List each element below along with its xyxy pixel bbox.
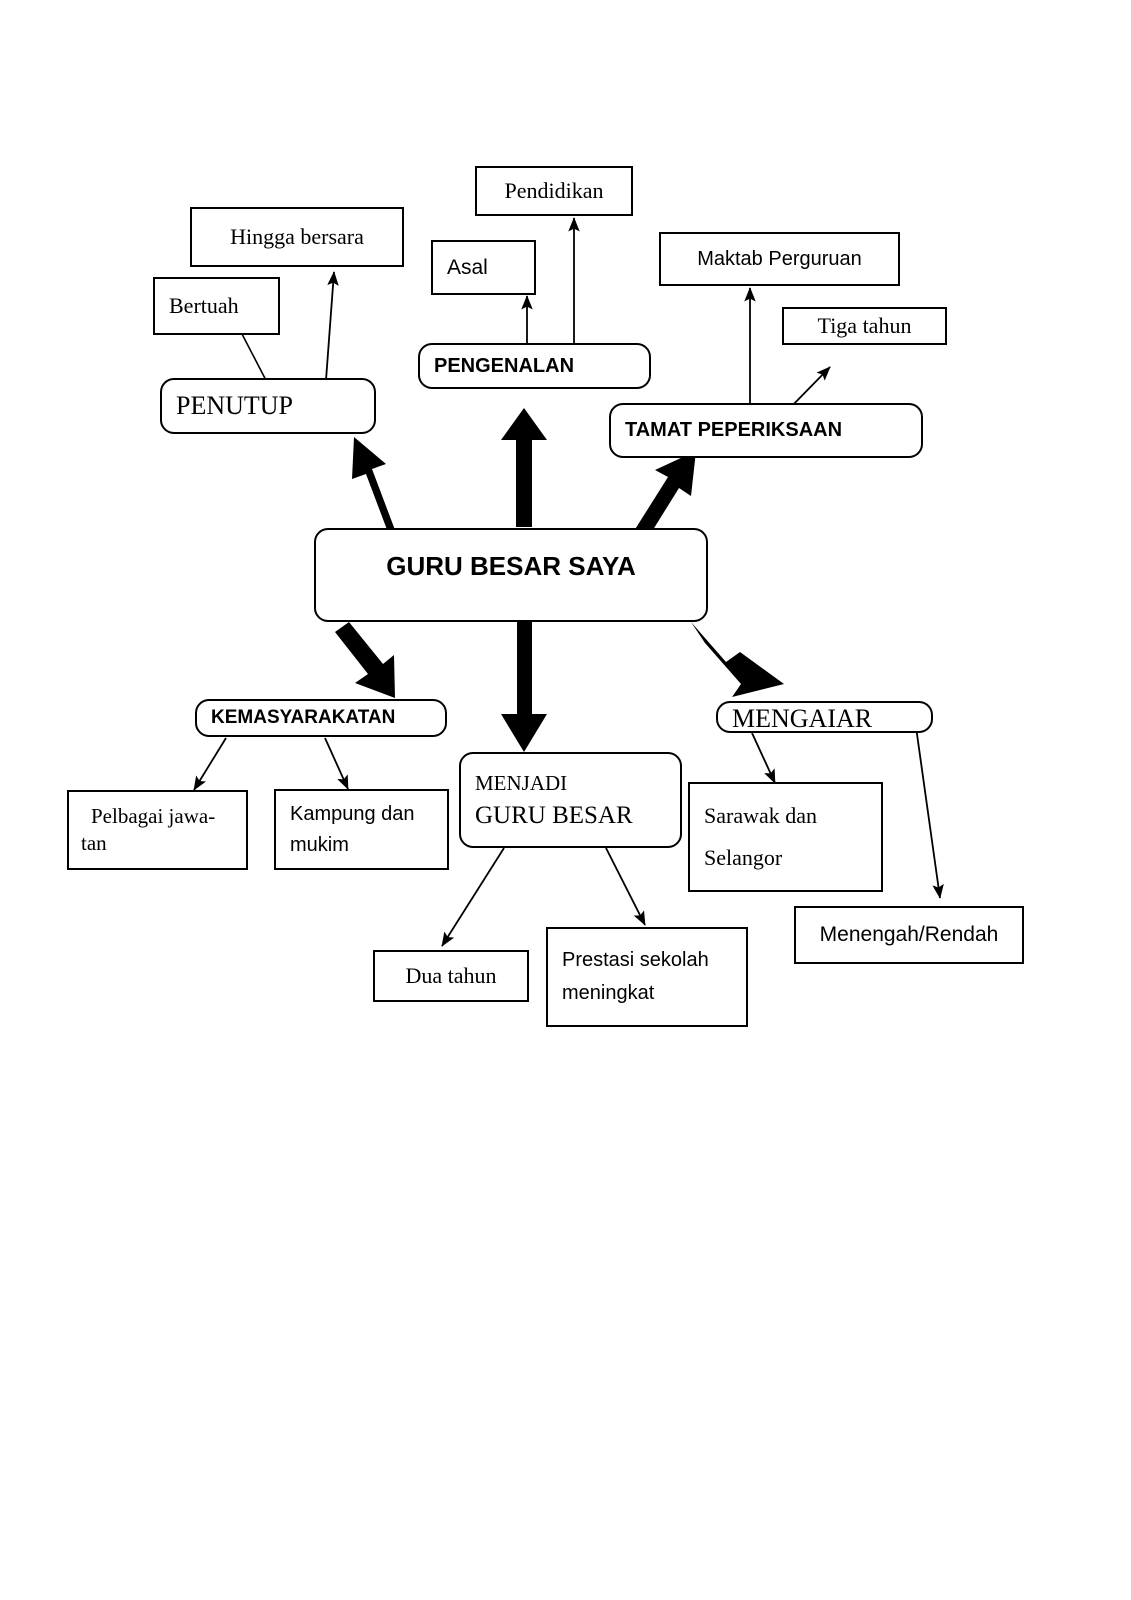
edge-penutup-hingga-bersara bbox=[325, 271, 339, 381]
node-label: PENGENALAN bbox=[434, 354, 575, 377]
edge-mengajar-sarawak bbox=[751, 732, 776, 784]
node-label-line1: Pelbagai jawa- bbox=[91, 804, 216, 828]
node-label: PENUTUP bbox=[176, 391, 294, 420]
node-menengah-rendah[interactable]: Menengah/Rendah bbox=[794, 906, 1024, 964]
edge-root-mengajar bbox=[691, 622, 784, 697]
node-label-line2: GURU BESAR bbox=[475, 801, 633, 829]
node-label: Bertuah bbox=[169, 293, 239, 318]
node-label: KEMASYARAKATAN bbox=[211, 707, 396, 728]
edge-root-pengenalan bbox=[501, 408, 547, 527]
edge-menjadi-dua-tahun bbox=[441, 847, 505, 947]
node-label-line2: mukim bbox=[290, 833, 349, 856]
node-label: Maktab Perguruan bbox=[697, 247, 862, 270]
node-label: Dua tahun bbox=[405, 963, 497, 988]
node-label: Hingga bersara bbox=[230, 224, 364, 249]
node-label-line2: tan bbox=[81, 831, 107, 855]
node-asal[interactable]: Asal bbox=[431, 240, 536, 295]
edge-kemasyarakatan-pelbagai bbox=[193, 737, 227, 791]
node-label: Asal bbox=[447, 255, 488, 279]
node-bertuah[interactable]: Bertuah bbox=[153, 277, 280, 335]
edge-root-penutup bbox=[352, 437, 395, 535]
edge-mengajar-menengah bbox=[915, 726, 944, 899]
node-tamat-peperiksaan[interactable]: TAMAT PEPERIKSAAN bbox=[609, 403, 923, 458]
node-pengenalan[interactable]: PENGENALAN bbox=[418, 343, 651, 389]
node-label-line1: Prestasi sekolah bbox=[562, 949, 709, 971]
node-label: Menengah/Rendah bbox=[819, 923, 999, 946]
node-pendidikan[interactable]: Pendidikan bbox=[475, 166, 633, 216]
root-label: GURU BESAR SAYA bbox=[386, 550, 636, 581]
edge-menjadi-prestasi bbox=[605, 847, 646, 926]
edge-root-kemasyarakatan bbox=[335, 622, 395, 698]
node-label-line1: MENJADI bbox=[475, 770, 568, 795]
node-label-line1: Sarawak dan bbox=[704, 803, 818, 828]
edge-kemasyarakatan-kampung bbox=[324, 737, 349, 790]
node-label-line2: meningkat bbox=[562, 982, 655, 1004]
node-tiga-tahun[interactable]: Tiga tahun bbox=[782, 307, 947, 345]
node-label: Tiga tahun bbox=[817, 313, 912, 338]
node-label: Pendidikan bbox=[504, 178, 604, 203]
edge-root-menjadi bbox=[501, 621, 547, 752]
node-pelbagai-jawatan[interactable]: Pelbagai jawa- tan bbox=[67, 790, 248, 870]
node-prestasi-sekolah[interactable]: Prestasi sekolah meningkat bbox=[546, 927, 748, 1027]
node-maktab-perguruan[interactable]: Maktab Perguruan bbox=[659, 232, 900, 286]
node-kampung-dan-mukim[interactable]: Kampung dan mukim bbox=[274, 789, 449, 870]
node-label: TAMAT PEPERIKSAAN bbox=[625, 419, 843, 441]
node-dua-tahun[interactable]: Dua tahun bbox=[373, 950, 529, 1002]
node-hingga-bersara[interactable]: Hingga bersara bbox=[190, 207, 404, 267]
node-guru-besar-saya[interactable]: GURU BESAR SAYA bbox=[314, 528, 708, 622]
node-sarawak-dan-selangor[interactable]: Sarawak dan Selangor bbox=[688, 782, 883, 892]
node-label-line2: Selangor bbox=[704, 845, 783, 870]
node-penutup[interactable]: PENUTUP bbox=[160, 378, 376, 434]
node-label-line1: Kampung dan bbox=[290, 802, 415, 825]
node-label: MENGAIAR bbox=[732, 704, 873, 733]
node-menjadi-guru-besar[interactable]: MENJADI GURU BESAR bbox=[459, 752, 682, 848]
node-mengajar[interactable]: MENGAIAR bbox=[716, 701, 933, 733]
node-kemasyarakatan[interactable]: KEMASYARAKATAN bbox=[195, 699, 447, 737]
